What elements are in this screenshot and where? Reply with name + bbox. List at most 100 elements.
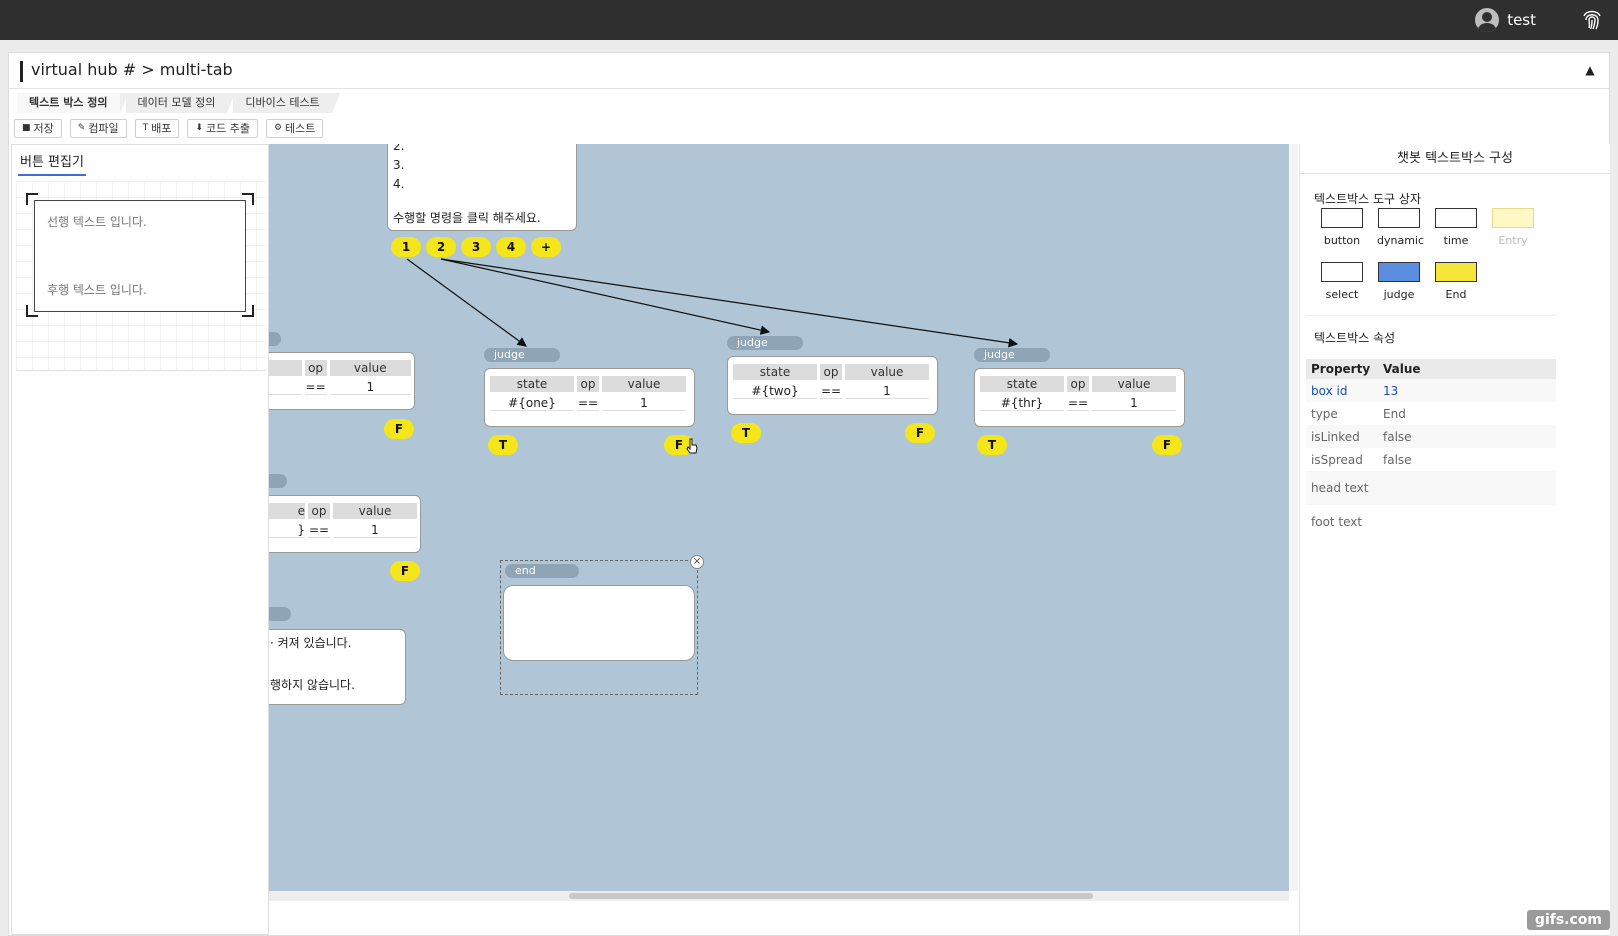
tool-label: judge [1383,288,1415,301]
prop-value[interactable]: End [1383,406,1406,421]
false-button[interactable]: F [390,561,420,581]
tool-swatch [1435,262,1477,282]
prop-value[interactable]: 13 [1378,379,1556,402]
prop-value[interactable]: false [1383,452,1412,467]
prop-value[interactable] [1378,505,1556,539]
watermark: gifs.com [1526,910,1610,930]
toolbox-title: 텍스트박스 도구 상자 [1314,192,1421,206]
scrollbar-thumb[interactable] [569,893,1093,899]
true-button[interactable]: T [488,435,518,455]
tool-end[interactable]: End [1434,262,1478,301]
text-line: 행하지 않습니다. [270,678,355,692]
prop-key: isSpread [1311,452,1363,467]
list-line: 2. [393,144,405,153]
tool-label: time [1443,234,1469,247]
cursor-icon [686,438,698,454]
tab-button-editor[interactable]: 버튼 편집기 [18,151,86,176]
false-button[interactable]: F [664,435,694,455]
save-button[interactable]: ■저장 [14,119,62,138]
judge-label: judge [484,348,560,362]
judge-label: judge [727,336,803,350]
export-code-label: 코드 추출 [205,122,250,135]
add-option-button[interactable]: + [531,237,561,257]
option-button-3[interactable]: 3 [461,237,491,257]
header-bar: virtual hub # > multi-tab ▲ [9,53,1609,89]
end-label: end [505,564,579,578]
textbox[interactable]: · 켜져 있습니다. 행하지 않습니다. [269,629,406,705]
tool-swatch [1435,208,1477,228]
option-button-2[interactable]: 2 [426,237,456,257]
prop-key: foot text [1311,515,1363,529]
op-cell: == [820,383,842,399]
textbox-list[interactable]: 2. 3. 4. 수행할 명령을 클릭 해주세요. [387,144,577,231]
username: test [1507,11,1536,29]
false-button[interactable]: F [1152,435,1182,455]
gear-icon: ⚙ [273,123,283,133]
op-header: op [304,360,327,376]
title-accent [20,61,23,82]
op-cell: == [577,395,599,411]
compile-label: 컴파일 [88,122,119,135]
state-cell: } [269,522,305,538]
vertical-scrollbar[interactable] [1290,144,1298,891]
top-bar: test [0,0,1618,40]
property-header: Property [1306,359,1378,379]
text-line: · 켜져 있습니다. [270,636,352,650]
tool-label: button [1323,234,1361,247]
horizontal-scrollbar[interactable] [269,891,1289,901]
chevron-up-icon[interactable]: ▲ [1585,63,1595,77]
option-button-4[interactable]: 4 [496,237,526,257]
user-menu[interactable]: test [1475,8,1536,32]
prop-value[interactable] [1378,471,1556,505]
editor-canvas: 선행 텍스트 입니다. 후행 텍스트 입니다. [16,181,266,371]
tool-swatch [1321,208,1363,228]
tool-button[interactable]: button [1320,208,1364,247]
option-button-1[interactable]: 1 [391,237,421,257]
value-cell: 1 [602,395,686,411]
prop-key: type [1311,406,1338,421]
textbox-label [269,607,291,621]
state-cell: #{two} [733,383,817,399]
selection-frame [500,560,698,695]
prop-key: box id [1306,379,1378,402]
tab-data-model[interactable]: 데이터 모델 정의 [125,93,236,113]
judge-label [269,474,287,488]
tab-device-test[interactable]: 디바이스 테스트 [233,93,341,113]
fingerprint-icon[interactable] [1580,7,1604,31]
compile-button[interactable]: ✎컴파일 [69,119,127,138]
corner-marker [26,305,38,317]
test-button[interactable]: ⚙테스트 [265,119,324,138]
true-button[interactable]: T [731,423,761,443]
end-box[interactable] [503,585,695,661]
user-icon [1475,8,1500,32]
prop-value[interactable]: false [1378,425,1556,448]
state-header: e [269,503,305,519]
close-icon[interactable]: × [690,555,704,569]
tab-textbox-definition[interactable]: 텍스트 박스 정의 [17,93,127,113]
false-button[interactable]: F [384,419,414,439]
tool-select[interactable]: select [1320,262,1364,301]
export-code-button[interactable]: ⬇코드 추출 [187,119,258,138]
tool-label: End [1445,288,1467,301]
op-cell: == [304,379,327,395]
tool-judge[interactable]: judge [1377,262,1421,301]
tool-dynamic[interactable]: dynamic [1377,208,1425,247]
tool-time[interactable]: time [1434,208,1478,247]
preview-textbox[interactable]: 선행 텍스트 입니다. 후행 텍스트 입니다. [34,200,246,312]
tool-swatch [1378,262,1420,282]
tool-label: dynamic [1377,234,1425,247]
save-label: 저장 [33,122,54,135]
true-button[interactable]: T [977,435,1007,455]
false-button[interactable]: F [905,423,935,443]
